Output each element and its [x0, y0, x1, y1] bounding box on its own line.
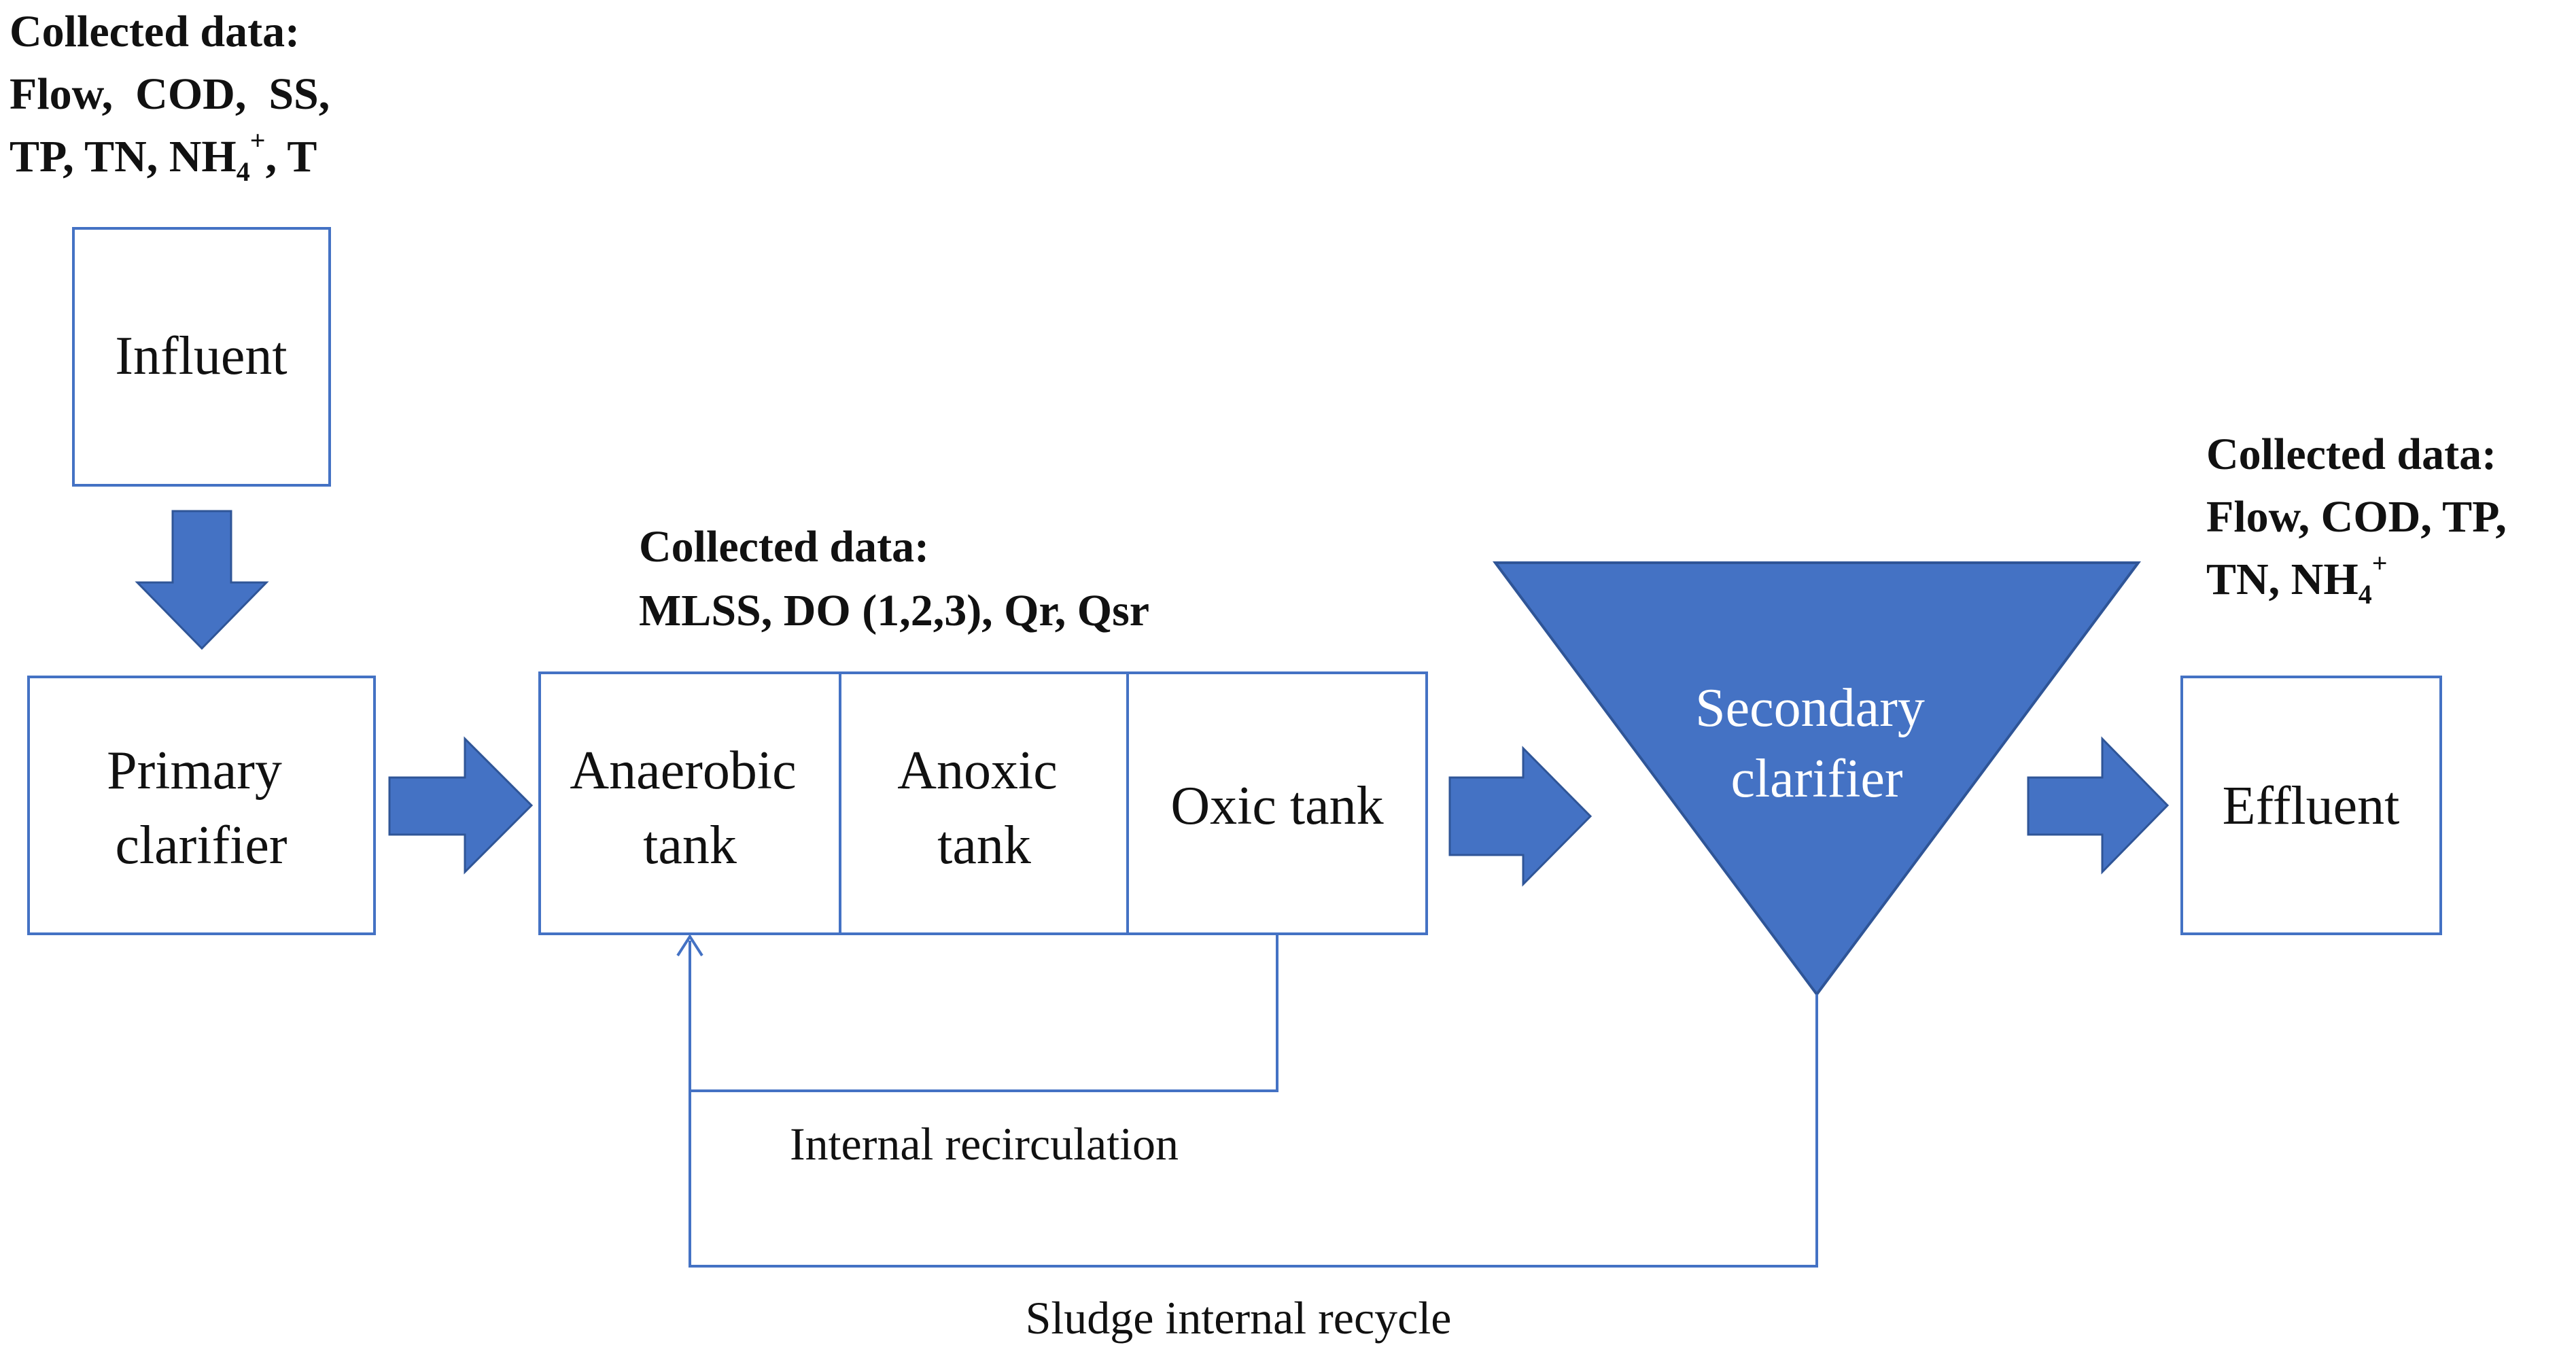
bioreactor-box: [538, 671, 1428, 935]
tank-data-line1: MLSS, DO (1,2,3), Qr, Qsr: [639, 586, 1149, 635]
primary-clarifier-box: [27, 676, 376, 935]
sludge-internal-recycle-label: Sludge internal recycle: [1026, 1292, 1452, 1344]
primary-clarifier-label: Primary clarifier: [107, 741, 296, 875]
tank-collected-data: Collected data: MLSS, DO (1,2,3), Qr, Qs…: [639, 522, 1149, 635]
secondary-clarifier-shape: [1493, 561, 2141, 997]
influent-data-heading: Collected data:: [10, 7, 300, 56]
effluent-collected-data: Collected data: Flow, COD, TP, TN, NH4+: [2206, 430, 2507, 610]
flow-arrow-right: [388, 736, 534, 875]
influent-box: [72, 227, 331, 487]
effluent-label: Effluent: [2223, 776, 2400, 836]
internal-recirculation-label: Internal recirculation: [790, 1118, 1179, 1170]
flow-arrow-right: [2027, 736, 2170, 875]
effluent-data-line2: TN, NH4+: [2206, 548, 2387, 610]
influent-data-line2: TP, TN, NH4+, T: [10, 125, 317, 187]
internal-recirculation-line: [689, 934, 1278, 1092]
anaerobic-tank-label: Anaerobic tank: [570, 741, 810, 875]
influent-label: Influent: [115, 326, 287, 386]
oxic-tank-label: Oxic tank: [1170, 776, 1383, 836]
effluent-data-heading: Collected data:: [2206, 430, 2496, 479]
influent-collected-data: Collected data: Flow, COD, SS, TP, TN, N…: [10, 7, 330, 187]
sludge-recycle-line: [689, 994, 1818, 1268]
recirculation-arrowhead: [676, 934, 703, 957]
tank-data-heading: Collected data:: [639, 522, 929, 572]
flow-arrow-down: [135, 510, 269, 650]
effluent-data-line1: Flow, COD, TP,: [2206, 492, 2507, 542]
secondary-clarifier-label: Secondary clarifier: [1695, 678, 1938, 809]
effluent-box: [2180, 676, 2442, 935]
anoxic-tank-label: Anoxic tank: [897, 741, 1071, 875]
influent-data-line1: Flow, COD, SS,: [10, 69, 330, 119]
flow-arrow-right: [1448, 746, 1592, 887]
